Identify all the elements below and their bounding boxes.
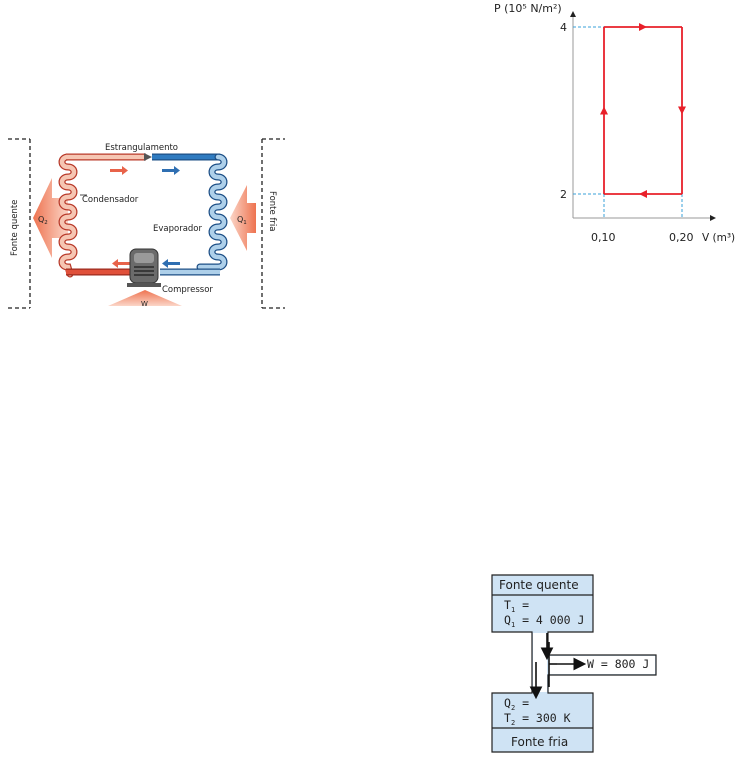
engine-hot-source: Fonte quente (499, 578, 579, 592)
label-compressor: Compressor (162, 285, 213, 295)
throttle-valve (144, 153, 152, 161)
evaporator-coil (200, 157, 224, 267)
pv-diagram: P (10⁵ N/m²) V (m³) 4 2 0,10 0,20 (470, 0, 742, 250)
pv-y-tick-label: 4 (560, 21, 567, 34)
pv-y-tick-label: 2 (560, 188, 567, 201)
x-axis-label: V (m³) (702, 232, 735, 244)
refrigerator-diagram: Q2 Q1 W (0, 130, 300, 315)
engine-cold-source: Fonte fria (511, 735, 568, 749)
label-throttle: Estrangulamento (105, 143, 178, 153)
heat-engine-diagram: Fonte quente T1 = Q1 = 4 000 J W = 800 J… (470, 565, 660, 757)
label-evaporator: Evaporador (153, 224, 203, 234)
y-axis-label: P (10⁵ N/m²) (494, 2, 562, 15)
pv-direction-arrow (639, 23, 647, 31)
compressor-icon (127, 249, 161, 287)
condenser-coil (62, 157, 95, 274)
flow-arrow-top-left (110, 166, 128, 175)
engine-t1: T1 = (504, 598, 529, 614)
engine-q1: Q1 = 4 000 J (504, 613, 584, 629)
label-cold-source: Fonte fria (267, 191, 277, 232)
flow-arrow-top-right (162, 166, 180, 175)
work-label: W (141, 300, 148, 308)
pv-cycle (600, 23, 686, 198)
pv-guide-lines (573, 27, 682, 218)
flow-arrow-bottom-right (162, 259, 180, 268)
engine-work: W = 800 J (587, 657, 649, 671)
pv-direction-arrow (600, 107, 608, 115)
engine-q2: Q2 = (504, 696, 529, 712)
pv-x-tick-label: 0,20 (669, 231, 694, 244)
label-hot-source: Fonte quente (10, 200, 20, 256)
pv-x-tick-label: 0,10 (591, 231, 616, 244)
label-condenser: Condensador (82, 195, 139, 205)
pv-direction-arrow (678, 107, 686, 115)
pv-direction-arrow (639, 190, 647, 198)
flow-arrow-bottom-left (112, 259, 130, 268)
pv-tick-labels: 4 2 0,10 0,20 (560, 21, 694, 244)
